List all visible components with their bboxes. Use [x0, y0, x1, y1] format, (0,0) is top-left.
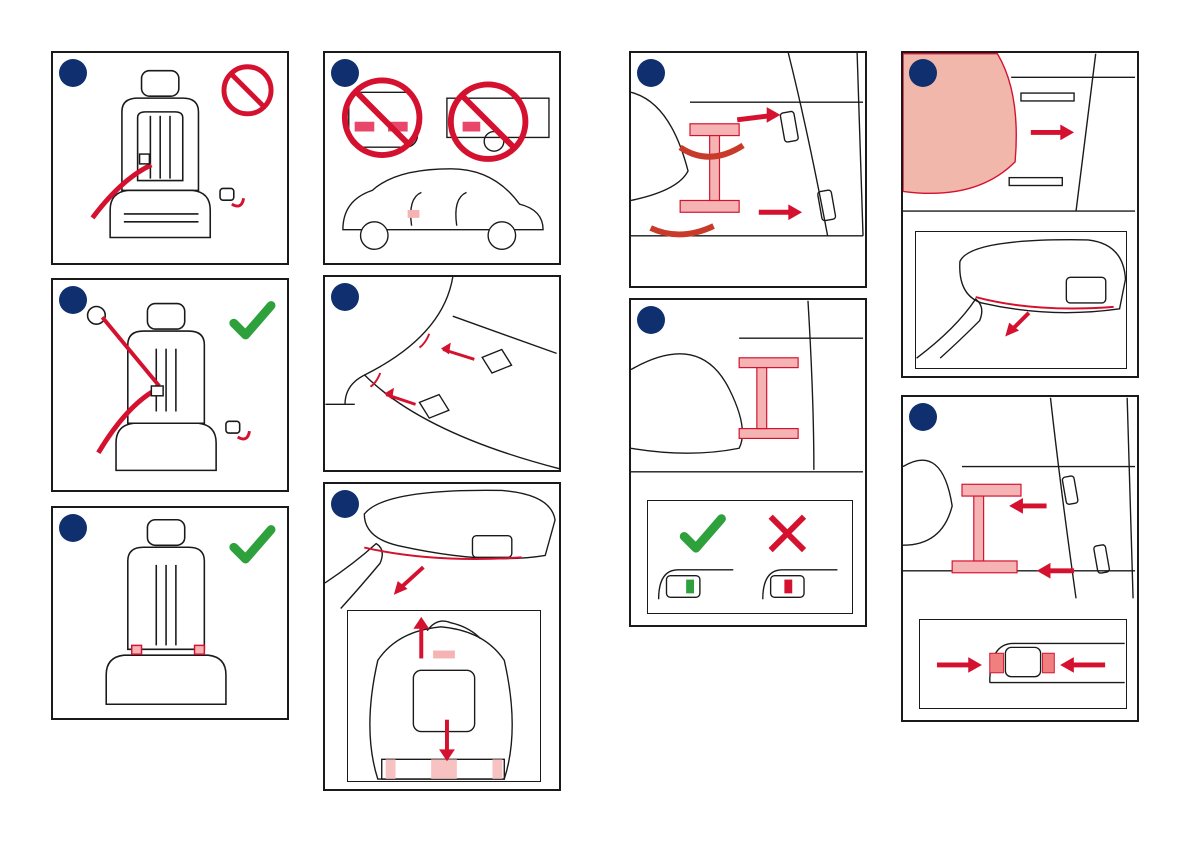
base-underside-inset: [347, 610, 541, 782]
arrow-icon: [1037, 563, 1074, 579]
step-panel-2: [51, 278, 289, 492]
step-panel-6: [323, 482, 561, 791]
arrow-icon: [1009, 498, 1046, 514]
step-badge: [59, 286, 87, 314]
arrow-icon: [413, 617, 429, 659]
step-badge: [909, 403, 937, 431]
release-handle-illustration: [916, 232, 1126, 368]
seat-isofix-points-illustration: [53, 508, 287, 718]
arrow-icon: [1060, 657, 1105, 673]
step-badge: [909, 59, 937, 87]
arrow-icon: [737, 107, 780, 123]
release-buttons-illustration: [920, 620, 1126, 708]
step-panel-5: [323, 275, 561, 472]
vehicle-orientation-illustration: [325, 53, 559, 263]
step-panel-4: [323, 51, 561, 265]
arrow-icon: [441, 343, 474, 360]
step-badge: [59, 514, 87, 542]
indicator-comparison-illustration: [648, 501, 852, 613]
prohibition-icon: [451, 84, 526, 159]
arrow-icon: [1005, 313, 1029, 337]
seat-with-belt-illustration: [53, 53, 287, 263]
checkmark-icon: [234, 306, 271, 335]
step-badge: [637, 59, 665, 87]
extend-isofix-arms-illustration: [631, 53, 865, 286]
arrow-icon: [439, 720, 455, 762]
release-buttons-inset: [919, 619, 1127, 709]
arrow-icon: [384, 388, 415, 405]
arrow-icon: [937, 657, 982, 673]
checkmark-icon: [684, 519, 721, 548]
isofix-guides-illustration: [325, 277, 559, 470]
seat-belt-routing-illustration: [53, 280, 287, 490]
arrow-icon: [759, 204, 802, 220]
checkmark-icon: [234, 530, 271, 559]
cross-icon: [771, 517, 804, 550]
arrow-icon: [1031, 125, 1074, 141]
release-handle-inset: [915, 231, 1127, 369]
step-panel-7: [629, 51, 867, 288]
arrow-icon: [394, 567, 423, 595]
prohibition-icon: [224, 67, 271, 114]
step-panel-8: [629, 298, 867, 627]
step-panel-10: [901, 395, 1139, 722]
step-panel-3: [51, 506, 289, 720]
step-panel-9: [901, 51, 1139, 378]
step-panel-1: [51, 51, 289, 265]
step-badge: [331, 283, 359, 311]
step-badge: [637, 306, 665, 334]
step-badge: [331, 490, 359, 518]
step-badge: [59, 59, 87, 87]
base-underside-illustration: [348, 611, 540, 781]
indicator-check-inset: [647, 500, 853, 614]
step-badge: [331, 59, 359, 87]
